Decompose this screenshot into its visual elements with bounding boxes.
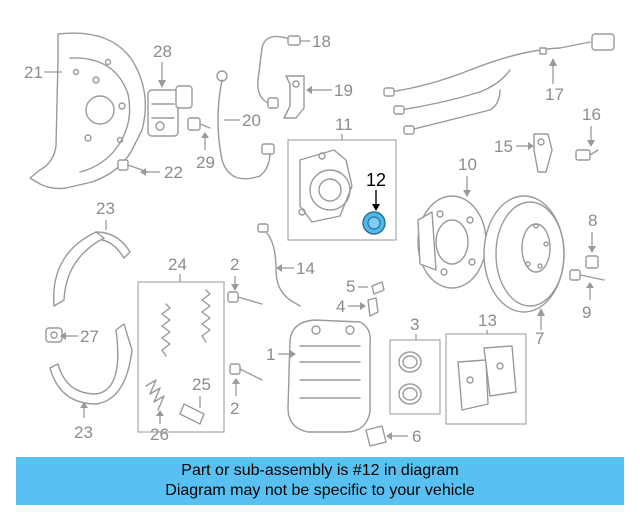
label-20: 20 [242,111,261,130]
part-2-bolt-upper[interactable] [227,291,263,305]
part-11-hub-carrier[interactable] [298,149,353,223]
part-29-bolt[interactable] [187,117,211,131]
part-23-brake-shoe-lower[interactable] [49,323,133,405]
part-5-bleeder[interactable] [371,281,385,295]
part-10-hub[interactable] [417,195,487,289]
banner-line-1: Part or sub-assembly is #12 in diagram [181,462,459,479]
label-25: 25 [192,375,211,394]
label-23-lower: 23 [74,423,93,442]
part-7-brake-rotor[interactable] [483,195,565,313]
part-2-bolt-lower[interactable] [229,363,263,381]
part-1-caliper[interactable] [287,319,371,433]
part-13-brake-pads[interactable] [457,345,517,411]
label-27: 27 [80,327,99,346]
label-23-upper: 23 [96,199,115,218]
part-27-adjuster[interactable] [45,327,63,343]
label-4: 4 [336,297,345,316]
part-23-brake-shoe-upper[interactable] [53,231,131,307]
label-12: 12 [366,170,386,190]
label-5: 5 [346,277,355,296]
label-6: 6 [412,427,421,446]
part-28-actuator[interactable] [147,85,193,137]
part-17-wiring-harness[interactable] [383,33,615,135]
part-24-springs[interactable] [161,289,211,357]
part-21-backing-plate[interactable] [29,32,147,190]
part-3-seals[interactable] [398,351,422,405]
label-24: 24 [168,255,187,274]
part-14-pad-sensor[interactable] [257,223,301,307]
label-3: 3 [410,315,419,334]
part-6-clip[interactable] [365,425,387,447]
group-box-13 [445,333,527,425]
label-11: 11 [335,115,353,134]
part-25-pin[interactable] [179,403,205,425]
part-19-bracket[interactable] [283,75,305,119]
label-10: 10 [458,155,477,174]
part-15-speed-sensor[interactable] [533,133,553,173]
label-8: 8 [588,211,597,230]
label-16: 16 [582,105,601,124]
group-box-24 [137,281,225,433]
label-21: 21 [24,63,43,82]
info-banner: Part or sub-assembly is #12 in diagram D… [16,457,624,505]
group-box-3 [389,339,441,415]
part-9-stud[interactable] [569,269,605,281]
label-22: 22 [164,163,183,182]
label-17: 17 [545,85,564,104]
part-18-wear-sensor[interactable] [257,35,301,109]
part-26-spring[interactable] [145,379,165,411]
label-26: 26 [150,425,169,444]
label-2-lower: 2 [230,399,239,418]
part-4-cap[interactable] [367,297,379,317]
label-7: 7 [535,329,544,348]
part-16-bolt[interactable] [575,149,599,161]
label-18: 18 [312,32,331,51]
label-19: 19 [334,81,353,100]
label-9: 9 [582,303,591,322]
label-15: 15 [494,137,513,156]
banner-line-2: Diagram may not be specific to your vehi… [165,482,475,499]
label-1: 1 [266,345,275,364]
label-2-upper: 2 [230,255,239,274]
label-28: 28 [153,42,172,61]
part-20-brake-hose[interactable] [216,70,275,180]
label-13: 13 [478,311,497,330]
part-12-wheel-bearing[interactable] [362,211,386,235]
label-29: 29 [196,153,215,172]
part-8-nut[interactable] [585,255,599,269]
label-14: 14 [296,259,315,278]
